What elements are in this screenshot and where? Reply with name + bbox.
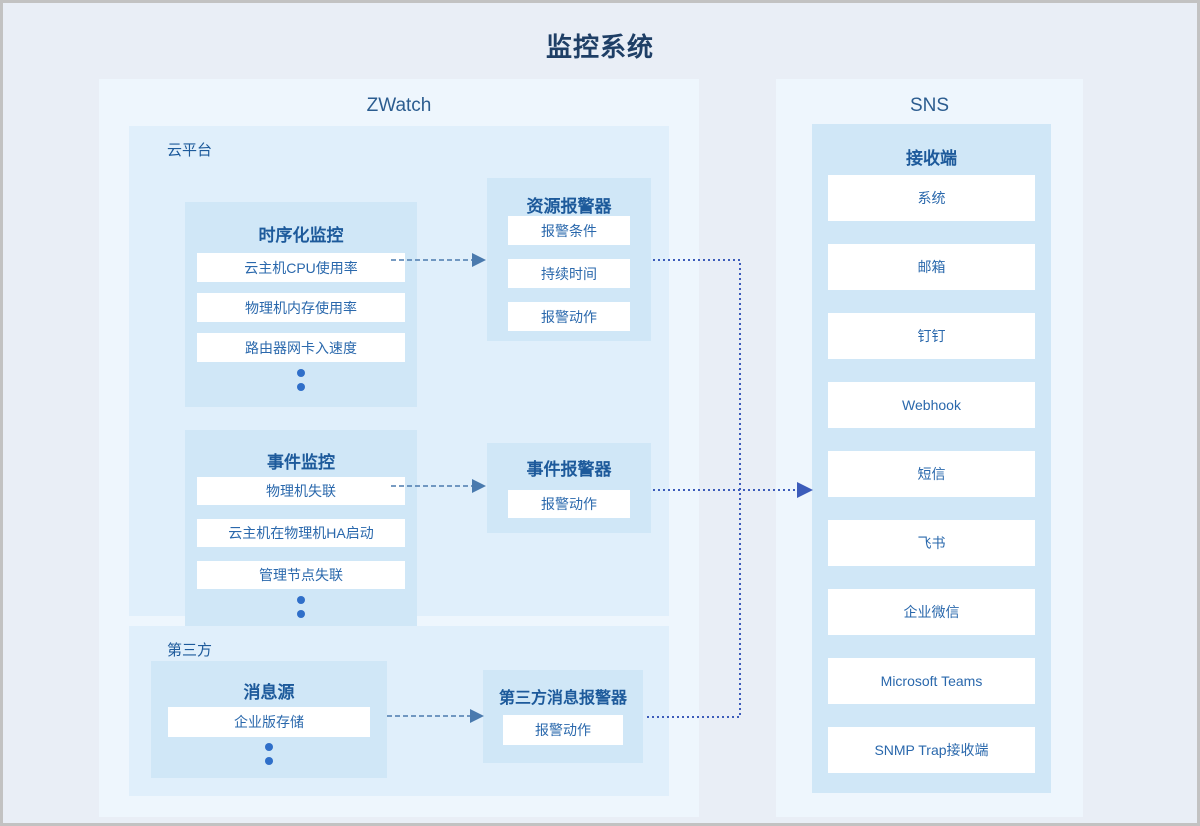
receiver-title: 接收端 (906, 149, 957, 168)
timeseries-monitor-card: 时序化监控 云主机CPU使用率 物理机内存使用率 路由器网卡入速度 (185, 202, 417, 407)
list-item: 报警动作 (503, 715, 623, 745)
third-party-label: 第三方 (167, 642, 213, 659)
resource-alarm-card: 资源报警器 报警条件 持续时间 报警动作 (487, 178, 651, 341)
list-item: 报警动作 (508, 490, 630, 518)
list-item: 管理节点失联 (197, 561, 405, 589)
message-source-card: 消息源 企业版存储 (151, 661, 387, 778)
third-party-alarm-title: 第三方消息报警器 (498, 690, 627, 707)
list-item: 云主机CPU使用率 (197, 253, 405, 282)
sns-panel: SNS 接收端 系统 邮箱 钉钉 Webhook 短信 飞书 企业微信 Micr… (776, 79, 1083, 817)
list-item: 钉钉 (828, 313, 1035, 359)
list-item: 飞书 (828, 520, 1035, 566)
list-item: 物理机内存使用率 (197, 293, 405, 322)
message-source-title: 消息源 (243, 683, 295, 702)
list-item: 云主机在物理机HA启动 (197, 519, 405, 547)
event-monitor-items: 物理机失联 云主机在物理机HA启动 管理节点失联 (197, 477, 405, 589)
timeseries-monitor-title: 时序化监控 (258, 226, 344, 245)
third-party-alarm-card: 第三方消息报警器 报警动作 (483, 670, 643, 763)
list-item: 路由器网卡入速度 (197, 333, 405, 362)
list-item: 企业微信 (828, 589, 1035, 635)
third-party-alarm-items: 报警动作 (503, 715, 623, 745)
cloud-platform-label: 云平台 (167, 142, 213, 159)
zwatch-panel-title: ZWatch (366, 95, 432, 116)
event-monitor-card: 事件监控 物理机失联 云主机在物理机HA启动 管理节点失联 (185, 430, 417, 630)
ellipsis-dots-icon (151, 743, 387, 765)
list-item: 邮箱 (828, 244, 1035, 290)
timeseries-monitor-items: 云主机CPU使用率 物理机内存使用率 路由器网卡入速度 (197, 253, 405, 362)
list-item: Webhook (828, 382, 1035, 428)
receiver-items: 系统 邮箱 钉钉 Webhook 短信 飞书 企业微信 Microsoft Te… (828, 175, 1035, 773)
list-item: 报警动作 (508, 302, 630, 331)
list-item: 短信 (828, 451, 1035, 497)
list-item: SNMP Trap接收端 (828, 727, 1035, 773)
sns-panel-title: SNS (909, 95, 950, 116)
list-item: 企业版存储 (168, 707, 370, 737)
receiver-card: 接收端 系统 邮箱 钉钉 Webhook 短信 飞书 企业微信 Microsof… (812, 124, 1051, 793)
list-item: 物理机失联 (197, 477, 405, 505)
list-item: 报警条件 (508, 216, 630, 245)
resource-alarm-items: 报警条件 持续时间 报警动作 (508, 216, 630, 331)
zwatch-panel: ZWatch 云平台 时序化监控 云主机CPU使用率 物理机内存使用率 路由器网… (99, 79, 699, 817)
list-item: 持续时间 (508, 259, 630, 288)
message-source-items: 企业版存储 (168, 707, 370, 737)
event-alarm-title: 事件报警器 (526, 460, 612, 479)
event-alarm-card: 事件报警器 报警动作 (487, 443, 651, 533)
page-title: 监控系统 (545, 32, 654, 62)
event-alarm-items: 报警动作 (508, 490, 630, 518)
list-item: 系统 (828, 175, 1035, 221)
ellipsis-dots-icon (185, 596, 417, 618)
list-item: Microsoft Teams (828, 658, 1035, 704)
event-monitor-title: 事件监控 (267, 453, 335, 472)
ellipsis-dots-icon (185, 369, 417, 391)
resource-alarm-title: 资源报警器 (526, 197, 612, 216)
